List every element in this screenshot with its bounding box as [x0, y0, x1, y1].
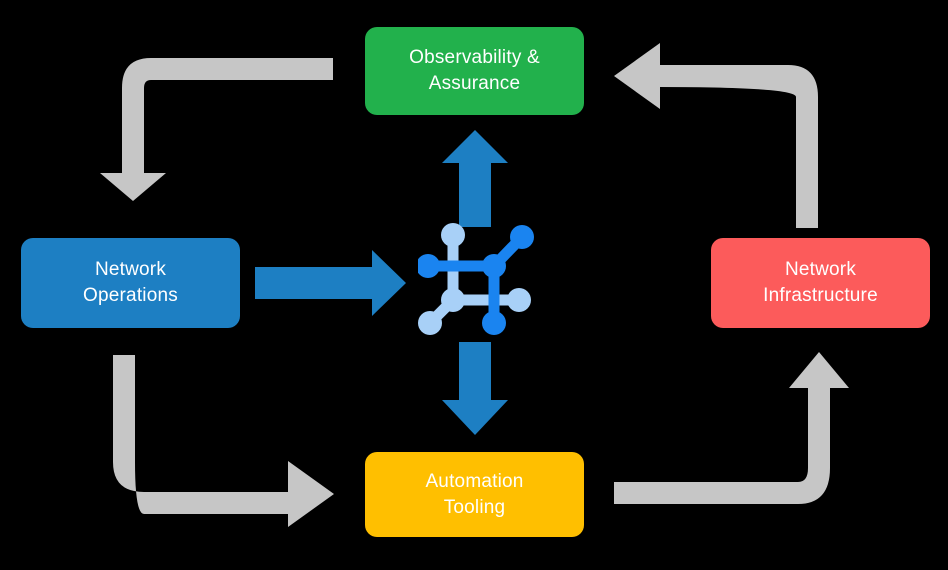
arrow-operations-to-automation: [113, 355, 334, 527]
node-network-operations[interactable]: Network Operations: [21, 238, 240, 328]
topology-secondary-nodes: [418, 223, 531, 335]
node-automation-tooling[interactable]: Automation Tooling: [365, 452, 584, 537]
arrow-observability-to-operations: [100, 58, 333, 201]
arrow-automation-to-infrastructure: [614, 352, 849, 504]
network-topology-icon: [418, 223, 534, 335]
node-network-infrastructure[interactable]: Network Infrastructure: [711, 238, 930, 328]
arrow-operations-to-center: [255, 250, 406, 316]
arrow-center-to-observability: [442, 130, 508, 227]
node-observability-and-assurance[interactable]: Observability & Assurance: [365, 27, 584, 115]
arrow-center-to-automation: [442, 342, 508, 435]
arrow-infrastructure-to-observability: [614, 43, 818, 228]
topology-primary-nodes: [418, 225, 534, 335]
